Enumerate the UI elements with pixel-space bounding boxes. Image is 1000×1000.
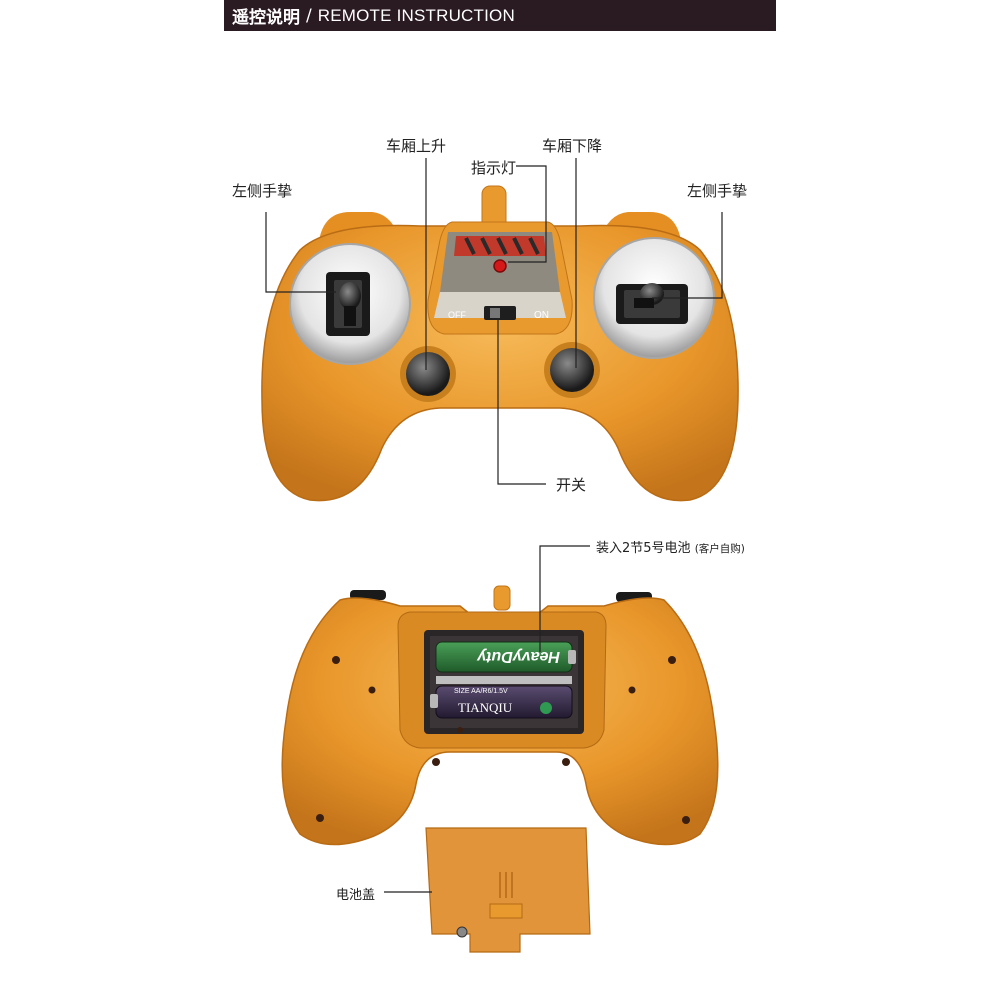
header-title-cn: 遥控说明 [232, 8, 300, 28]
page-header: 遥控说明 / REMOTE INSTRUCTION [224, 0, 776, 31]
battery-note-sub: (客户自购) [694, 543, 745, 555]
label-power-switch: 开关 [556, 476, 587, 494]
back-controller: HeavyDuty SIZE AA/R6/1.5V TIANQIU [281, 585, 719, 953]
label-box-up: 车厢上升 [386, 137, 447, 155]
label-left-stick: 左侧手挚 [232, 182, 293, 200]
label-battery-cover: 电池盖 [336, 888, 376, 903]
callout-lines-bottom [384, 545, 590, 893]
callout-lines-top [265, 158, 723, 485]
label-indicator-light: 指示灯 [471, 159, 517, 177]
battery-bottom-brand: TIANQIU [458, 700, 513, 715]
front-controller: OFF ON [261, 185, 739, 502]
battery-note-main: 装入2节5号电池 [596, 541, 691, 556]
battery-top-brand: HeavyDuty [476, 648, 560, 665]
label-battery-note: 装入2节5号电池 (客户自购) [596, 537, 745, 556]
battery-bottom-spec: SIZE AA/R6/1.5V [454, 688, 508, 695]
switch-on-text: ON [534, 310, 549, 321]
label-box-down: 车厢下降 [542, 137, 603, 155]
switch-off-text: OFF [448, 310, 466, 320]
header-separator: / [306, 5, 312, 26]
label-right-stick: 左侧手挚 [687, 182, 748, 200]
header-title-en: REMOTE INSTRUCTION [317, 5, 515, 25]
